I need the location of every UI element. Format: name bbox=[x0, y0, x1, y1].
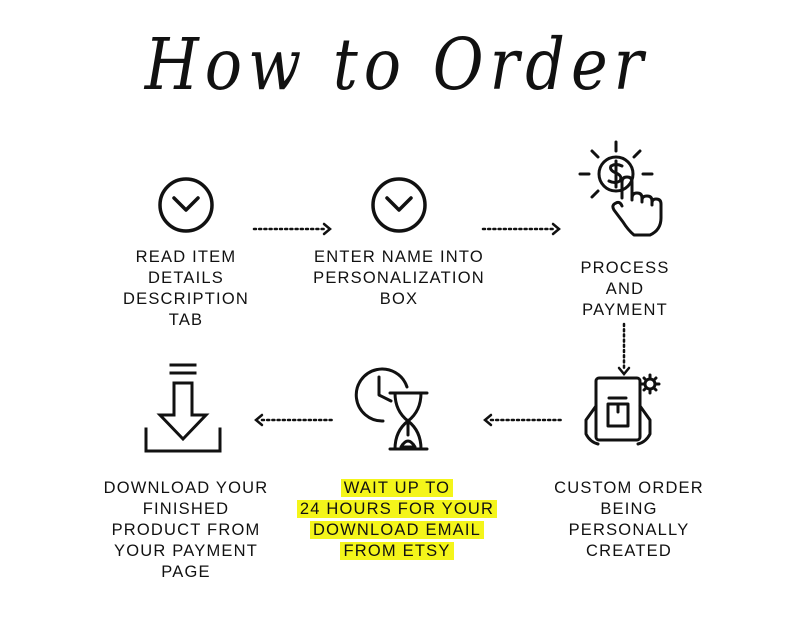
step-2-label: ENTER NAME INTO PERSONALIZATION BOX bbox=[313, 248, 485, 308]
step-5-label: WAIT UP TO 24 HOURS FOR YOUR DOWNLOAD EM… bbox=[290, 478, 504, 562]
chevron-down-circle-icon bbox=[371, 177, 427, 233]
download-tray-icon bbox=[144, 363, 222, 453]
arrow-right bbox=[252, 222, 332, 236]
arrow-down bbox=[617, 322, 631, 376]
step-1-label: READ ITEM DETAILS DESCRIPTION TAB bbox=[123, 248, 249, 329]
arrow-left bbox=[254, 413, 334, 427]
step-6-label: DOWNLOAD YOUR FINISHED PRODUCT FROM YOUR… bbox=[103, 479, 269, 581]
step-4-label: CUSTOM ORDER BEING PERSONALLY CREATED bbox=[554, 479, 704, 560]
page-title: How to Order bbox=[144, 22, 650, 107]
arrow-left bbox=[483, 413, 563, 427]
chevron-down-circle-icon bbox=[158, 177, 214, 233]
coin-tap-payment-icon bbox=[578, 140, 663, 237]
clock-hourglass-icon bbox=[354, 367, 429, 451]
step-3-label: PROCESS AND PAYMENT bbox=[580, 259, 670, 319]
tablet-gear-icon bbox=[584, 373, 661, 446]
arrow-right bbox=[481, 222, 561, 236]
